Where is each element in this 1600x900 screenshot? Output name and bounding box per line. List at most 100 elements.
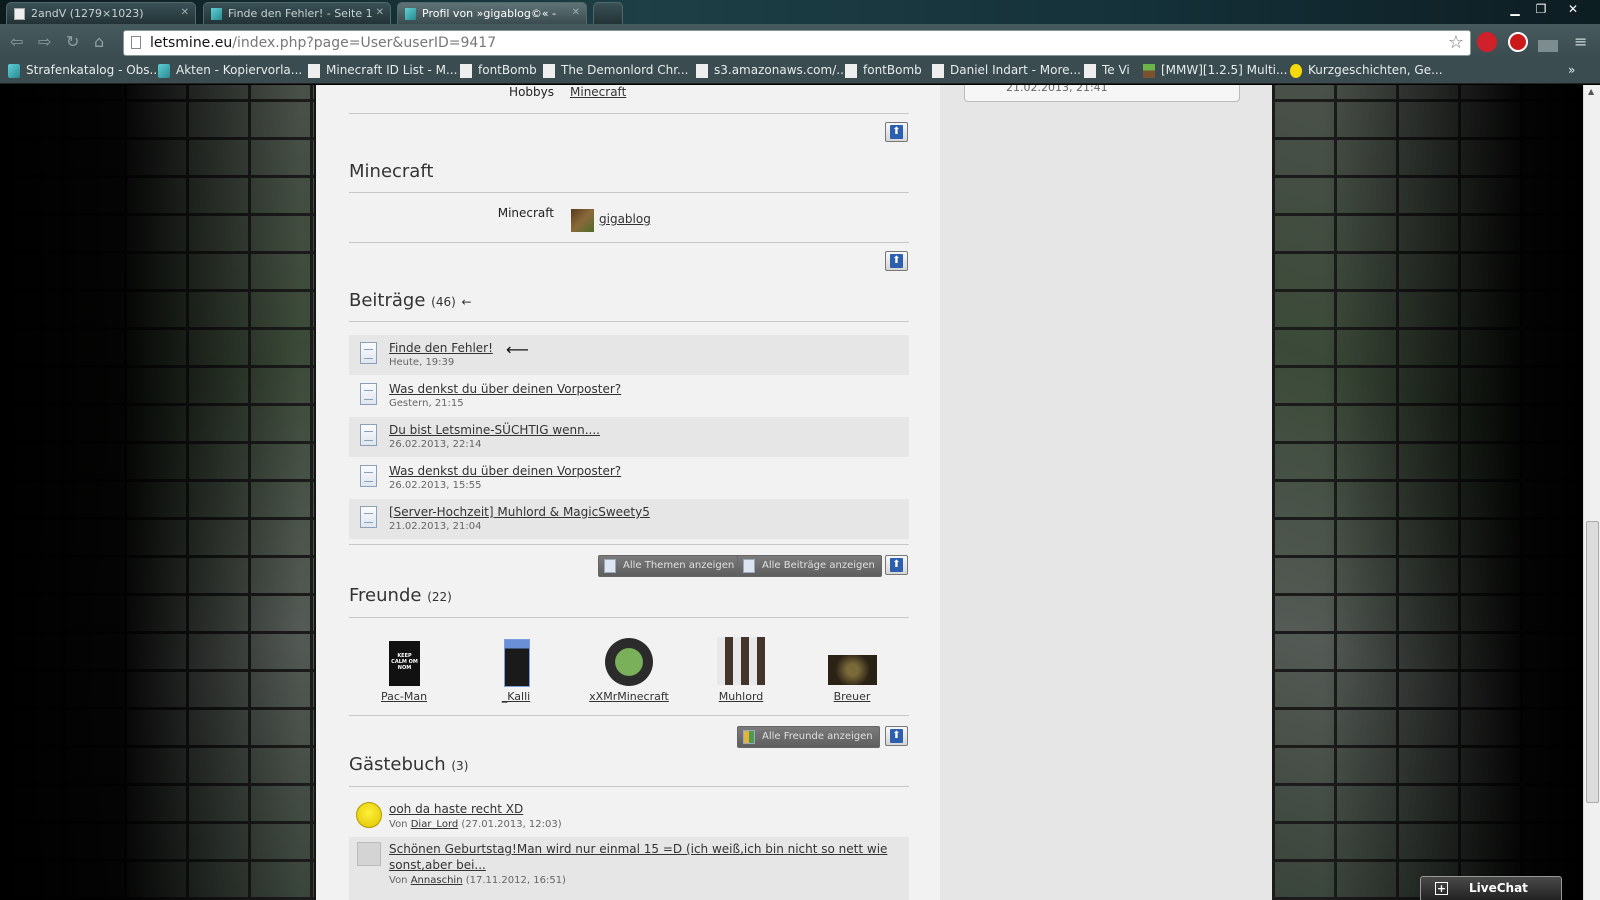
address-bar[interactable]: letsmine.eu/index.php?page=User&userID=9…: [123, 30, 1471, 56]
friends-title: Freunde: [349, 585, 422, 606]
document-icon: [743, 559, 755, 573]
minecraft-label: Minecraft: [497, 206, 554, 220]
reload-icon[interactable]: ↻: [66, 32, 80, 51]
new-tab-button[interactable]: [593, 2, 623, 24]
bookmark-item[interactable]: fontBomb: [460, 63, 537, 78]
friends-count: (22): [427, 590, 452, 604]
document-icon: [360, 383, 377, 405]
users-icon: [743, 730, 755, 744]
adblock-icon[interactable]: [1508, 32, 1528, 52]
divider: [349, 321, 909, 322]
hobbies-value-link[interactable]: Minecraft: [570, 85, 627, 99]
bookmark-item[interactable]: [MMW][1.2.5] Multi...: [1143, 63, 1287, 78]
friend-avatar[interactable]: KEEP CALM OM NOM: [389, 641, 420, 686]
close-icon[interactable]: ✕: [375, 7, 384, 18]
bookmark-item[interactable]: Strafenkatalog - Obs...: [8, 63, 161, 78]
post-title-link[interactable]: Was denkst du über deinen Vorposter?: [389, 464, 622, 478]
pickaxe-icon: [571, 209, 594, 232]
bookmark-star-icon[interactable]: ☆: [1447, 32, 1464, 53]
livechat-button[interactable]: +LiveChat: [1420, 876, 1562, 900]
tab-profil[interactable]: Profil von »gigablog©« - ✕: [397, 2, 587, 24]
friend-avatar[interactable]: [504, 639, 530, 687]
friend-avatar[interactable]: [717, 637, 765, 685]
url-text: letsmine.eu/index.php?page=User&userID=9…: [150, 35, 497, 51]
bookmark-item[interactable]: s3.amazonaws.com/...: [696, 63, 848, 78]
post-date: 21.02.2013, 21:04: [389, 521, 482, 532]
author-link[interactable]: Annaschin: [410, 875, 463, 886]
post-item[interactable]: [Server-Hochzeit] Muhlord & MagicSweety5…: [349, 499, 909, 539]
smiley-extension-icon[interactable]: [1477, 32, 1497, 52]
post-title-link[interactable]: [Server-Hochzeit] Muhlord & MagicSweety5: [389, 505, 650, 519]
close-icon[interactable]: ✕: [180, 7, 189, 18]
signal-bars-icon[interactable]: [1538, 32, 1558, 52]
close-icon[interactable]: ✕: [571, 7, 580, 18]
back-icon[interactable]: ⇦: [10, 32, 24, 51]
all-friends-button[interactable]: Alle Freunde anzeigen: [737, 726, 880, 748]
page-scrollbar[interactable]: ▲: [1583, 85, 1600, 900]
all-topics-button[interactable]: Alle Themen anzeigen: [598, 555, 742, 577]
minimize-icon[interactable]: ▁: [1510, 2, 1520, 16]
post-item[interactable]: Was denkst du über deinen Vorposter? 26.…: [349, 458, 909, 498]
menu-icon[interactable]: ≡: [1574, 32, 1588, 51]
guestbook-entry-title[interactable]: Schönen Geburtstag!Man wird nur einmal 1…: [389, 842, 888, 872]
divider: [349, 617, 909, 618]
bookmark-item[interactable]: Te Vi: [1084, 63, 1130, 78]
all-posts-button[interactable]: Alle Beiträge anzeigen: [737, 555, 882, 577]
friend-name-link[interactable]: Pac-Man: [380, 690, 428, 703]
arrow-up-icon: ⬆: [890, 558, 903, 572]
background-wall-left: [0, 85, 314, 900]
sidebar-box: 21.02.2013, 21:41: [964, 85, 1240, 102]
bookmark-item[interactable]: Akten - Kopiervorla...: [158, 63, 302, 78]
post-date: Gestern, 21:15: [389, 398, 464, 409]
bookmark-item[interactable]: fontBomb: [845, 63, 922, 78]
forward-icon[interactable]: ⇨: [38, 32, 52, 51]
friend-name-link[interactable]: Breuer: [833, 690, 871, 703]
scroll-top-button[interactable]: ⬆: [885, 555, 908, 575]
friend-name-link[interactable]: _Kalli: [501, 690, 531, 703]
tab-finde-den-fehler[interactable]: Finde den Fehler! - Seite 1 ✕: [203, 2, 391, 24]
page-icon: [845, 64, 857, 78]
guestbook-entry[interactable]: ooh da haste recht XD Von Diar_Lord (27.…: [349, 797, 909, 837]
cube-icon: [405, 8, 416, 20]
guestbook-title: Gästebuch: [349, 754, 446, 775]
close-window-icon[interactable]: ✕: [1567, 2, 1579, 16]
restore-icon[interactable]: ❐: [1535, 2, 1547, 16]
home-icon[interactable]: ⌂: [94, 32, 105, 51]
scroll-up-icon[interactable]: ▲: [1588, 87, 1595, 96]
friend-name-link[interactable]: Muhlord: [718, 690, 764, 703]
tab-2andv[interactable]: 2andV (1279×1023) ✕: [6, 2, 196, 24]
post-date: Heute, 19:39: [389, 357, 455, 368]
bookmarks-overflow[interactable]: »: [1568, 63, 1576, 77]
friends-section-title: Freunde (22): [349, 585, 452, 606]
post-title-link[interactable]: Du bist Letsmine-SÜCHTIG wenn....: [389, 423, 600, 437]
image-icon: [543, 64, 555, 78]
post-title-link[interactable]: Finde den Fehler!: [389, 341, 493, 355]
minecraft-username-link[interactable]: gigablog: [599, 212, 651, 226]
post-title-link[interactable]: Was denkst du über deinen Vorposter?: [389, 382, 622, 396]
plus-icon: +: [1435, 882, 1448, 895]
page-icon: [14, 8, 25, 20]
arrow-annotation: ⟵: [506, 340, 529, 359]
bookmark-item[interactable]: Minecraft ID List - M...: [308, 63, 457, 78]
bookmark-item[interactable]: The Demonlord Chr...: [543, 63, 688, 78]
guestbook-entry[interactable]: Schönen Geburtstag!Man wird nur einmal 1…: [349, 837, 909, 900]
guestbook-section-title: Gästebuch (3): [349, 754, 468, 775]
document-icon: [360, 424, 377, 446]
tab-label: Finde den Fehler! - Seite 1: [228, 7, 373, 20]
page-icon: [932, 64, 944, 78]
post-item[interactable]: Finde den Fehler! ⟵ Heute, 19:39: [349, 335, 909, 375]
author-link[interactable]: Diar_Lord: [410, 819, 459, 830]
scroll-top-button[interactable]: ⬆: [885, 726, 908, 746]
bookmark-item[interactable]: Daniel Indart - More...: [932, 63, 1081, 78]
friend-avatar[interactable]: [605, 638, 653, 686]
scroll-top-button[interactable]: ⬆: [885, 251, 908, 271]
tab-label: 2andV (1279×1023): [31, 7, 144, 20]
scroll-top-button[interactable]: ⬆: [885, 122, 908, 142]
post-item[interactable]: Was denkst du über deinen Vorposter? Ges…: [349, 376, 909, 416]
guestbook-entry-title[interactable]: ooh da haste recht XD: [389, 802, 524, 816]
friend-name-link[interactable]: xXMrMinecraft: [589, 690, 669, 703]
post-item[interactable]: Du bist Letsmine-SÜCHTIG wenn.... 26.02.…: [349, 417, 909, 457]
friend-avatar[interactable]: [828, 655, 877, 685]
bookmark-item[interactable]: Kurzgeschichten, Ge...: [1290, 63, 1443, 78]
scrollbar-thumb[interactable]: [1586, 521, 1599, 803]
